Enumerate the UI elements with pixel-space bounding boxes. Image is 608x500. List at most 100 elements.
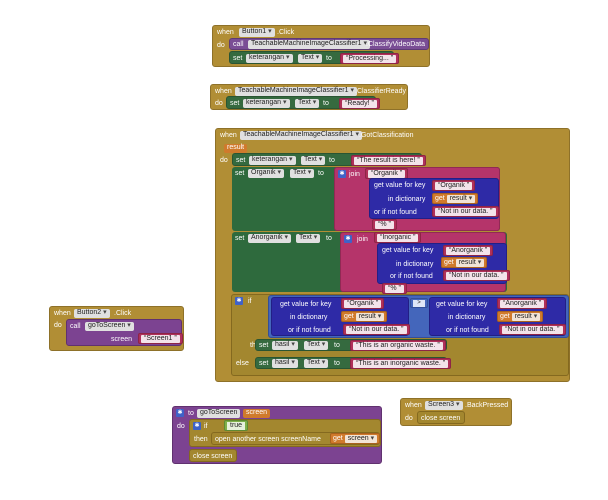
not-found-text[interactable]: Not in our data. (443, 270, 510, 281)
not-found-text[interactable]: Not in our data. (432, 206, 499, 217)
get-value-for-key-label: get value for key (436, 301, 488, 308)
set-keyword: set (235, 170, 245, 177)
set-keyword: set (259, 360, 269, 367)
do-keyword: do (54, 322, 62, 329)
set-keyword: set (235, 235, 245, 242)
label-dropdown[interactable]: keterangan (243, 99, 290, 108)
to-keyword: to (334, 342, 340, 349)
gear-icon[interactable]: ✱ (193, 422, 201, 430)
property-dropdown[interactable]: Text (301, 156, 326, 165)
text-value[interactable]: This is an inorganic waste. (350, 358, 452, 369)
classifier-dropdown[interactable]: TeachableMachineImageClassifier1 (248, 40, 370, 49)
set-keyword: set (236, 157, 246, 164)
classify-video-call-block[interactable]: call TeachableMachineImageClassifier1 .C… (229, 38, 429, 50)
if-keyword: if (204, 423, 208, 430)
key-text[interactable]: Organik (341, 298, 385, 309)
in-dictionary-label: in dictionary (396, 261, 434, 268)
event-name: .BackPressed (465, 402, 509, 409)
component-dropdown[interactable]: Button2 (74, 309, 110, 318)
set-hasil-then-block[interactable]: set hasil Text to This is an organic was… (255, 339, 447, 351)
event-name: .Click (114, 310, 132, 317)
get-value-for-key-label: get value for key (382, 247, 434, 254)
do-keyword: do (217, 42, 225, 49)
method-name: .ClassifyVideoData (366, 41, 426, 48)
get-result[interactable]: get result (441, 257, 488, 268)
percent-text[interactable]: % (382, 283, 407, 294)
open-screen-label: open another screen screenName (215, 436, 321, 443)
text-value[interactable]: Ready! (339, 98, 380, 109)
set-keterangan-block[interactable]: set keterangan Text to Processing... (229, 51, 400, 64)
set-keyword: set (230, 100, 240, 107)
get-result[interactable]: get result (497, 311, 544, 322)
then-keyword: then (194, 436, 208, 443)
or-if-not-found-label: or if not found (288, 327, 331, 334)
set-keterangan-ready-block[interactable]: set keterangan Text to Ready! (226, 96, 380, 109)
in-dictionary-label: in dictionary (388, 196, 426, 203)
label-dropdown[interactable]: hasil (272, 359, 298, 368)
in-dictionary-label: in dictionary (290, 314, 328, 321)
do-keyword: do (177, 423, 185, 430)
not-found-text[interactable]: Not in our data. (343, 324, 410, 335)
property-dropdown[interactable]: Text (296, 234, 321, 243)
screen-value-text[interactable]: Screen1 (138, 333, 183, 344)
true-value[interactable]: true (224, 420, 249, 431)
get-value-for-key-label: get value for key (280, 301, 332, 308)
join-keyword: join (357, 236, 368, 243)
key-text[interactable]: Anorganik (497, 298, 548, 309)
label-dropdown[interactable]: keterangan (249, 156, 296, 165)
or-if-not-found-label: or if not found (446, 327, 489, 334)
to-keyword: to (318, 170, 324, 177)
join-first-text[interactable]: Inorganic (374, 232, 422, 243)
key-text[interactable]: Anorganik (443, 245, 494, 256)
join-keyword: join (349, 171, 360, 178)
text-value[interactable]: Processing... (340, 53, 400, 64)
procedure-dropdown[interactable]: goToScreen (85, 322, 134, 331)
property-dropdown[interactable]: Text (304, 359, 329, 368)
get-value-for-key-label: get value for key (374, 182, 426, 189)
not-found-text[interactable]: Not in our data. (499, 324, 566, 335)
label-dropdown[interactable]: keterangan (246, 54, 293, 63)
set-hasil-else-block[interactable]: set hasil Text to This is an inorganic w… (255, 357, 452, 369)
get-result[interactable]: get result (341, 311, 388, 322)
set-keterangan-result-block[interactable]: set keterangan Text to The result is her… (232, 153, 426, 166)
in-dictionary-label: in dictionary (448, 314, 486, 321)
do-keyword: do (220, 157, 228, 164)
or-if-not-found-label: or if not found (390, 273, 433, 280)
label-dropdown[interactable]: hasil (272, 341, 298, 350)
to-keyword: to (326, 235, 332, 242)
result-parameter[interactable]: result (224, 144, 248, 153)
percent-text[interactable]: % (372, 219, 397, 230)
property-dropdown[interactable]: Text (295, 99, 320, 108)
component-dropdown[interactable]: TeachableMachineImageClassifier1 (240, 131, 362, 140)
close-screen-label: close screen (421, 415, 461, 422)
get-result[interactable]: get result (432, 193, 479, 204)
do-keyword: do (405, 415, 413, 422)
to-keyword: to (326, 55, 332, 62)
label-dropdown[interactable]: Organik (248, 169, 284, 178)
set-keyword: set (259, 342, 269, 349)
component-dropdown[interactable]: Screen3 (425, 401, 463, 410)
close-screen-label: close screen (193, 453, 233, 460)
component-dropdown[interactable]: TeachableMachineImageClassifier1 (235, 87, 357, 96)
or-if-not-found-label: or if not found (374, 209, 417, 216)
gear-icon[interactable]: ✱ (338, 170, 346, 178)
text-value[interactable]: The result is here! (351, 155, 426, 166)
get-screen[interactable]: get screen (330, 433, 381, 444)
label-dropdown[interactable]: Anorganik (248, 234, 291, 243)
when-keyword: when (217, 29, 234, 36)
to-keyword: to (334, 360, 340, 367)
gear-icon[interactable]: ✱ (235, 297, 243, 305)
text-value[interactable]: This is an organic waste. (350, 340, 446, 351)
close-screen-block[interactable]: close screen (189, 449, 237, 462)
screen-parameter[interactable]: screen (243, 409, 271, 418)
component-dropdown[interactable]: Button1 (239, 28, 275, 37)
close-screen-block[interactable]: close screen (417, 411, 465, 424)
gear-icon[interactable]: ✱ (176, 409, 184, 417)
gear-icon[interactable]: ✱ (344, 235, 352, 243)
property-dropdown[interactable]: Text (290, 169, 315, 178)
greater-than-operator[interactable]: > (410, 298, 428, 308)
procedure-name[interactable]: goToScreen (197, 409, 241, 418)
key-text[interactable]: Organik (432, 180, 476, 191)
property-dropdown[interactable]: Text (298, 54, 323, 63)
property-dropdown[interactable]: Text (304, 341, 329, 350)
